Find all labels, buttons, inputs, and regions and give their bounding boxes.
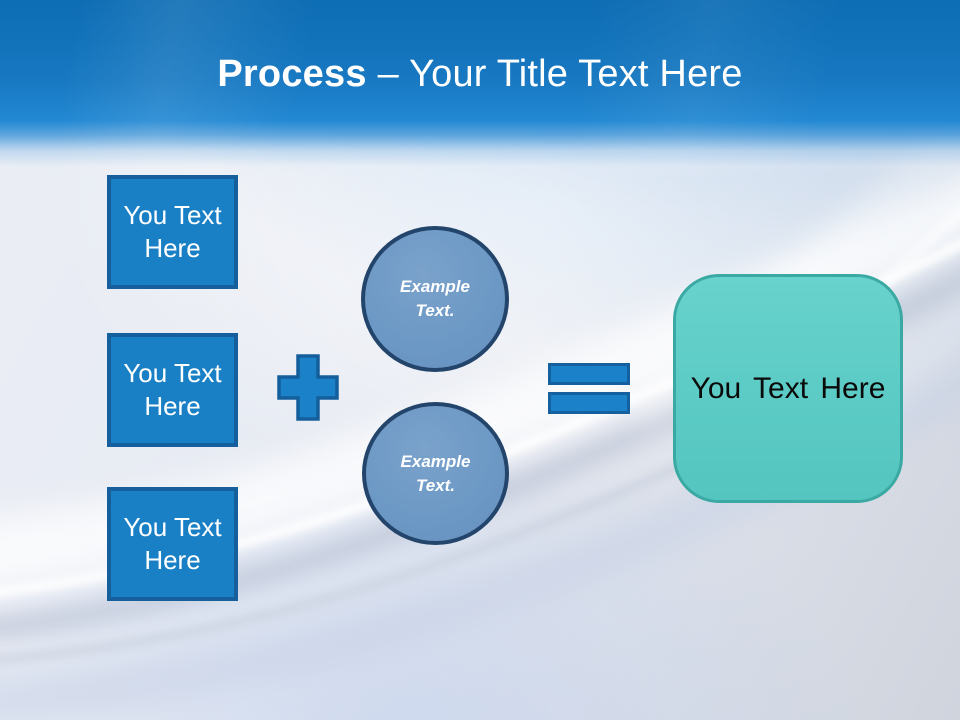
example-circle-1: Example Text. <box>361 226 509 372</box>
input-box-3-label: You Text Here <box>123 512 222 575</box>
equals-bar-bottom <box>548 392 630 414</box>
plus-icon <box>277 354 339 421</box>
input-box-2-label: You Text Here <box>123 358 222 421</box>
input-box-1-label: You Text Here <box>123 200 222 263</box>
title-keyword: Process <box>217 53 367 95</box>
example-circle-2: Example Text. <box>362 402 509 545</box>
title-rest: – Your Title Text Here <box>377 53 743 95</box>
example-circle-1-label: Example Text. <box>400 277 470 320</box>
equals-icon <box>548 363 630 414</box>
slide-title: Process– Your Title Text Here <box>0 52 960 96</box>
title-banner <box>0 0 960 175</box>
example-circle-2-label: Example Text. <box>400 451 471 495</box>
result-box: You Text Here <box>673 274 903 503</box>
input-box-1: You Text Here <box>107 175 238 289</box>
equals-bar-top <box>548 363 630 385</box>
result-box-label: You Text Here <box>690 371 886 405</box>
input-box-2: You Text Here <box>107 333 238 447</box>
input-box-3: You Text Here <box>107 487 238 601</box>
